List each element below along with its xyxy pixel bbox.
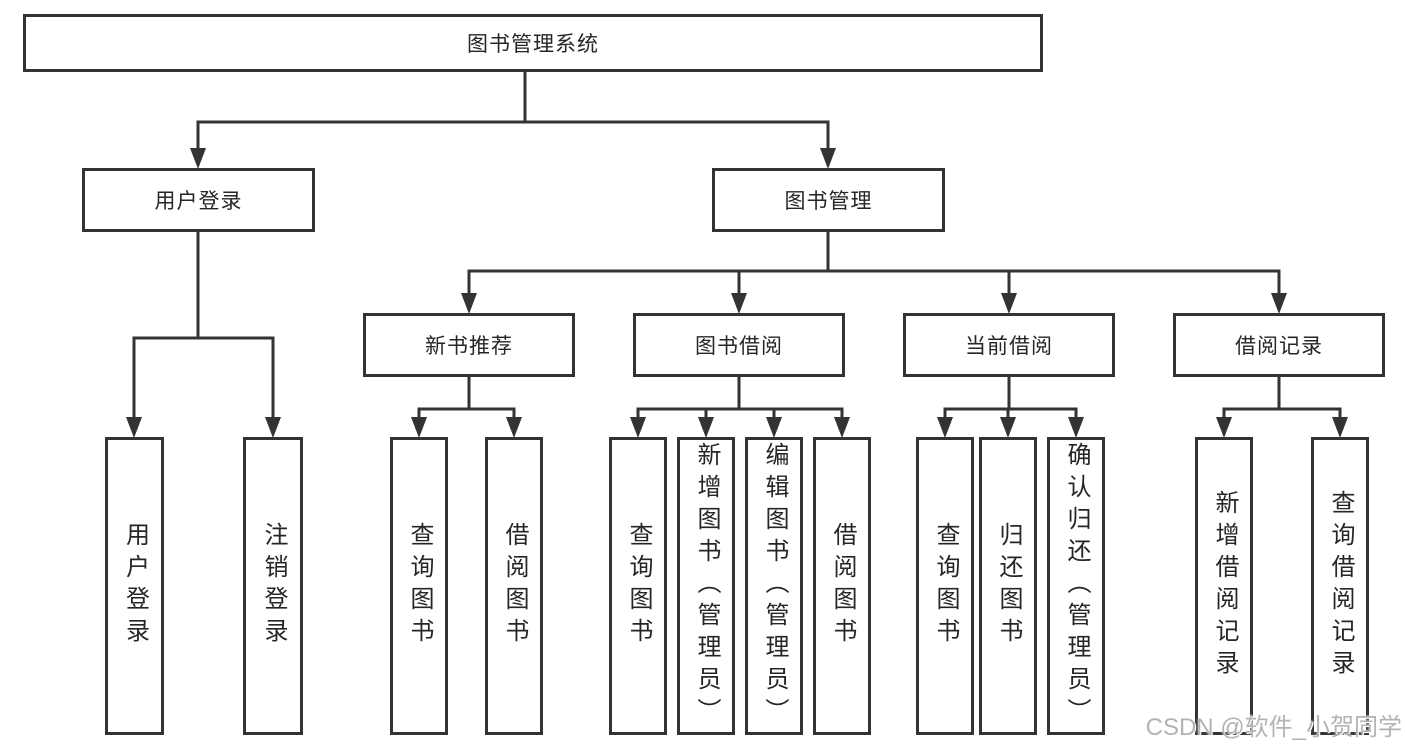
leaf-return-books: 归还图书 xyxy=(979,437,1037,735)
leaf-label: 注销登录 xyxy=(260,522,287,650)
arrowhead-icons xyxy=(126,148,1348,438)
node-new-book-recommendation: 新书推荐 xyxy=(363,313,575,377)
node-label: 当前借阅 xyxy=(965,335,1053,358)
leaf-query-borrow-record: 查询借阅记录 xyxy=(1311,437,1369,735)
node-book-borrowing: 图书借阅 xyxy=(633,313,845,377)
leaf-label: 查询借阅记录 xyxy=(1327,490,1354,682)
leaf-label: 确认归还（管理员） xyxy=(1063,442,1090,730)
node-user-login: 用户登录 xyxy=(82,168,315,232)
leaf-label: 借阅图书 xyxy=(501,522,528,650)
leaf-query-books-borrow: 查询图书 xyxy=(609,437,667,735)
leaf-user-login: 用户登录 xyxy=(105,437,164,735)
leaf-add-books-admin: 新增图书（管理员） xyxy=(677,437,735,735)
node-label: 图书管理系统 xyxy=(467,33,599,56)
node-label: 图书管理 xyxy=(784,190,873,213)
node-library-management-system: 图书管理系统 xyxy=(23,14,1043,72)
leaf-label: 用户登录 xyxy=(121,522,149,650)
node-current-borrowing: 当前借阅 xyxy=(903,313,1115,377)
node-label: 新书推荐 xyxy=(425,335,513,358)
leaf-borrow-books-recommend: 借阅图书 xyxy=(485,437,543,735)
leaf-borrow-books: 借阅图书 xyxy=(813,437,871,735)
leaf-label: 新增图书（管理员） xyxy=(693,442,720,730)
leaf-label: 借阅图书 xyxy=(829,522,856,650)
leaf-label: 编辑图书（管理员） xyxy=(761,442,788,730)
leaf-label: 归还图书 xyxy=(995,522,1022,650)
leaf-label: 查询图书 xyxy=(932,522,959,650)
leaf-label: 查询图书 xyxy=(625,522,652,650)
node-label: 用户登录 xyxy=(154,190,243,213)
csdn-watermark: CSDN @软件_小贺同学 xyxy=(1145,714,1402,741)
leaf-logout: 注销登录 xyxy=(243,437,303,735)
leaf-add-borrow-record: 新增借阅记录 xyxy=(1195,437,1253,735)
leaf-query-books-current: 查询图书 xyxy=(916,437,974,735)
leaf-edit-books-admin: 编辑图书（管理员） xyxy=(745,437,803,735)
node-book-management: 图书管理 xyxy=(712,168,945,232)
leaf-label: 查询图书 xyxy=(406,522,433,650)
leaf-label: 新增借阅记录 xyxy=(1211,490,1238,682)
leaf-query-books-recommend: 查询图书 xyxy=(390,437,448,735)
leaf-confirm-return-admin: 确认归还（管理员） xyxy=(1047,437,1105,735)
node-borrowing-records: 借阅记录 xyxy=(1173,313,1385,377)
node-label: 借阅记录 xyxy=(1235,335,1323,358)
node-label: 图书借阅 xyxy=(695,335,783,358)
